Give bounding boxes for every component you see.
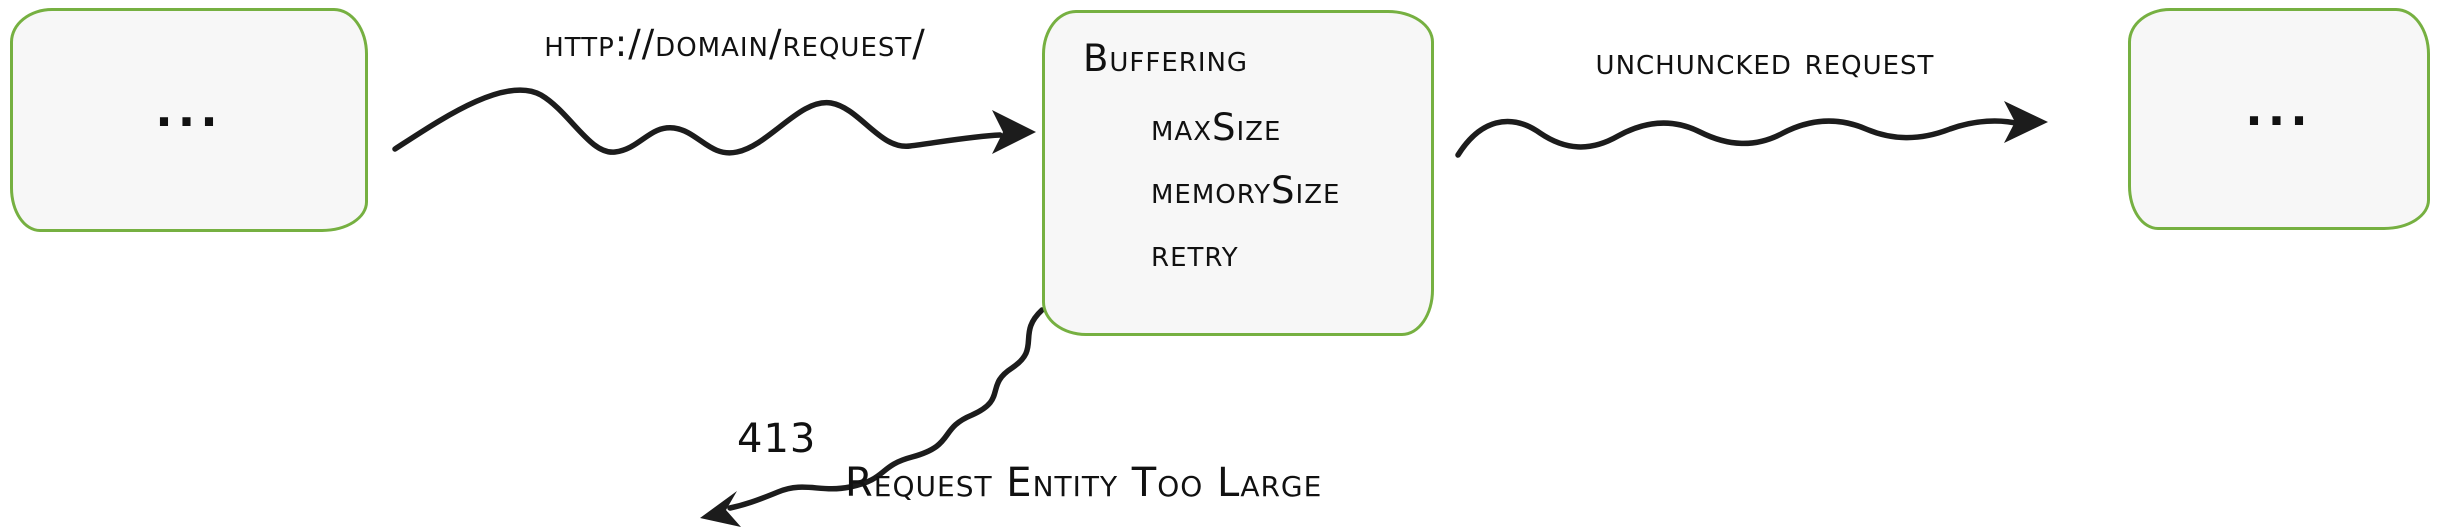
- error-arrowhead-icon: [700, 491, 741, 527]
- request-arrowhead-icon: [992, 110, 1036, 154]
- unchunked-request-label: unchuncked request: [1595, 40, 1935, 83]
- buffering-item-maxsize: maxSize: [1151, 106, 1282, 149]
- error-code-label: 413: [737, 416, 817, 462]
- right-node-label: ...: [2245, 82, 2313, 136]
- buffering-item-memorysize: memorySize: [1151, 169, 1341, 212]
- buffering-node-title: Buffering: [1083, 37, 1249, 80]
- buffering-node: Buffering maxSize memorySize retry: [1042, 10, 1434, 336]
- buffering-item-retry: retry: [1151, 232, 1239, 275]
- request-url-label: http://domain/request/: [544, 22, 926, 65]
- error-message-label: Request Entity Too Large: [845, 460, 1323, 506]
- unchunked-arrowhead-icon: [2004, 101, 2048, 143]
- left-node: ...: [10, 8, 368, 232]
- unchunked-request-arrow: [1455, 101, 2048, 158]
- request-arrow: [392, 87, 1036, 156]
- left-node-label: ...: [155, 83, 223, 137]
- buffering-node-items: maxSize memorySize retry: [1151, 96, 1431, 285]
- right-node: ...: [2128, 8, 2430, 230]
